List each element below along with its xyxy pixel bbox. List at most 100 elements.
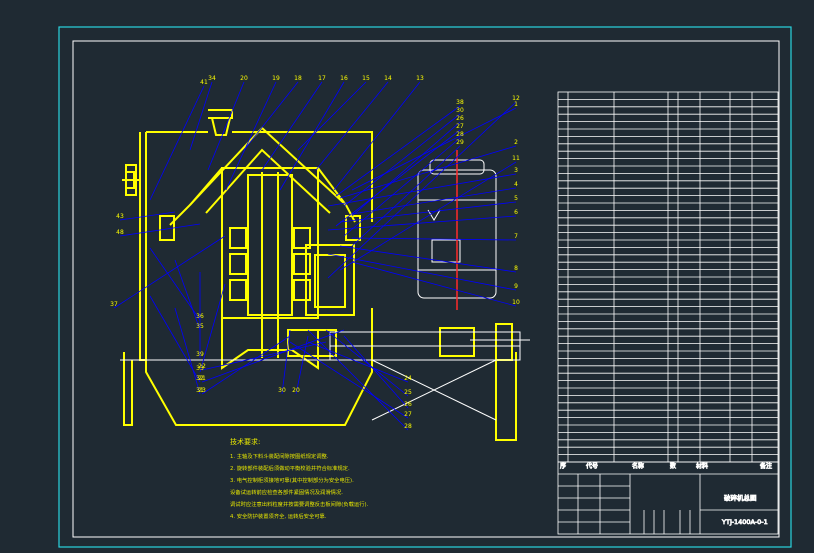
motor-pulley	[439, 327, 475, 357]
leader-line	[149, 247, 201, 321]
inner-liner-left	[169, 167, 223, 226]
leader-line	[189, 81, 213, 151]
leader-line	[201, 335, 291, 395]
leader-line	[174, 307, 201, 395]
structure-outline	[120, 159, 530, 421]
right-support-leg	[495, 352, 517, 441]
notes-lines: 1. 主轴及下料斗装配间隙按图纸规定调整.2. 旋转部件装配后须做动平衡校验并符…	[230, 452, 369, 520]
callout-right-upper-3: 4	[514, 181, 518, 188]
leader-line	[297, 81, 367, 151]
leader-line	[225, 81, 277, 191]
leader-line	[343, 137, 461, 237]
callout-bottom-9: 28	[404, 423, 412, 430]
header-seq: 序	[560, 462, 566, 470]
notes-heading: 技术要求:	[230, 437, 260, 446]
leader-line	[261, 81, 323, 171]
callout-left-4: 36	[196, 313, 204, 320]
leader-line	[149, 295, 201, 383]
leader-line	[343, 335, 409, 409]
leader-line	[335, 105, 461, 197]
leader-line	[243, 81, 299, 151]
callout-left-1: 43	[116, 213, 124, 220]
note-line-2: 3. 电气控制柜须接地可靠(其中控制部分为安全电压).	[230, 476, 354, 484]
callout-top-8: 13	[416, 75, 424, 82]
leader-line	[281, 329, 291, 395]
callout-right-mid-4: 28	[456, 131, 464, 138]
impeller-block-right-2	[293, 253, 311, 275]
leader-line	[351, 107, 517, 191]
note-line-0: 1. 主轴及下料斗装配间隙按图纸规定调整.	[230, 452, 329, 460]
callout-bottom-1: 20	[292, 387, 300, 394]
callout-right-upper-9: 10	[512, 299, 520, 306]
callout-left-9: 31	[196, 387, 204, 394]
leader-line	[339, 145, 517, 199]
leader-line	[295, 335, 309, 395]
leader-line	[339, 201, 517, 223]
drawing-code: YTJ-1400A-0-1	[721, 518, 768, 526]
title-block: 序 代号 名称 数 材料 备注 破碎机总图 YTJ-1400A-0-1	[557, 461, 779, 535]
callout-bottom-4: 23	[198, 387, 206, 394]
bearing-inner	[314, 254, 346, 308]
callout-right-mid-1: 30	[456, 107, 464, 114]
header-qty: 数	[670, 462, 676, 470]
leader-line	[327, 215, 517, 231]
callout-right-upper-6: 7	[514, 233, 518, 240]
leader-line	[339, 161, 517, 271]
leader-line	[289, 341, 409, 419]
leader-line	[119, 223, 201, 237]
leader-line	[339, 245, 517, 273]
header-name: 名称	[632, 462, 644, 470]
leader-line	[119, 211, 176, 221]
callout-bottom-2: 22	[198, 363, 206, 370]
leader-line	[201, 329, 345, 383]
leader-line	[351, 261, 517, 307]
rotor-housing	[221, 167, 319, 319]
feed-hopper	[208, 109, 233, 119]
casing-left-wall	[145, 132, 373, 426]
callout-left-8: 32	[196, 375, 204, 382]
callout-left-0: 41	[200, 79, 208, 86]
impeller-block-right-3	[293, 279, 311, 301]
impeller-block-left-1	[229, 227, 247, 249]
rotor-cone-inner	[205, 148, 331, 214]
leader-line	[333, 81, 421, 191]
callout-bottom-8: 27	[404, 411, 412, 418]
callout-left-3: 37	[110, 301, 118, 308]
callout-right-upper-4: 5	[514, 195, 518, 202]
header-remark: 备注	[760, 462, 772, 470]
hopper-throat	[211, 117, 231, 136]
callout-top-6: 15	[362, 75, 370, 82]
callout-right-mid-5: 29	[456, 139, 464, 146]
callout-top-1: 20	[240, 75, 248, 82]
inspection-port	[125, 164, 137, 196]
leader-line	[325, 329, 409, 397]
callout-right-upper-11: 12	[512, 95, 520, 102]
callout-left-2: 48	[116, 229, 124, 236]
note-line-5: 4. 安全防护装置须齐全, 运转后安全可靠.	[230, 512, 327, 520]
note-line-3: 设备试运转前应检查各部件紧固情况及润滑情况.	[230, 488, 343, 496]
callout-left-6: 39	[196, 351, 204, 358]
leader-line	[113, 235, 226, 309]
note-line-4: 调试时应注意出料粒度并按需要调整反击板间隙(负载运行).	[230, 500, 369, 508]
rotor-core	[247, 174, 293, 316]
callout-right-upper-5: 6	[514, 209, 518, 216]
callout-bottom-3: 21	[198, 375, 206, 382]
leader-line	[351, 121, 461, 217]
header-material: 材料	[696, 462, 708, 470]
leader-line	[199, 283, 226, 373]
inner-border-frame	[72, 40, 780, 538]
drawing-name: 破碎机总图	[724, 493, 757, 502]
callout-bottom-5: 24	[404, 375, 412, 382]
callout-top-5: 16	[340, 75, 348, 82]
callout-right-upper-2: 3	[514, 167, 518, 174]
impeller-block-left-2	[229, 253, 247, 275]
leader-line	[327, 101, 517, 279]
base-frame-brace-2	[371, 359, 497, 421]
leader-line	[351, 237, 517, 241]
callout-bottom-7: 26	[404, 401, 412, 408]
terminal-box	[431, 239, 461, 263]
callout-top-7: 14	[384, 75, 392, 82]
